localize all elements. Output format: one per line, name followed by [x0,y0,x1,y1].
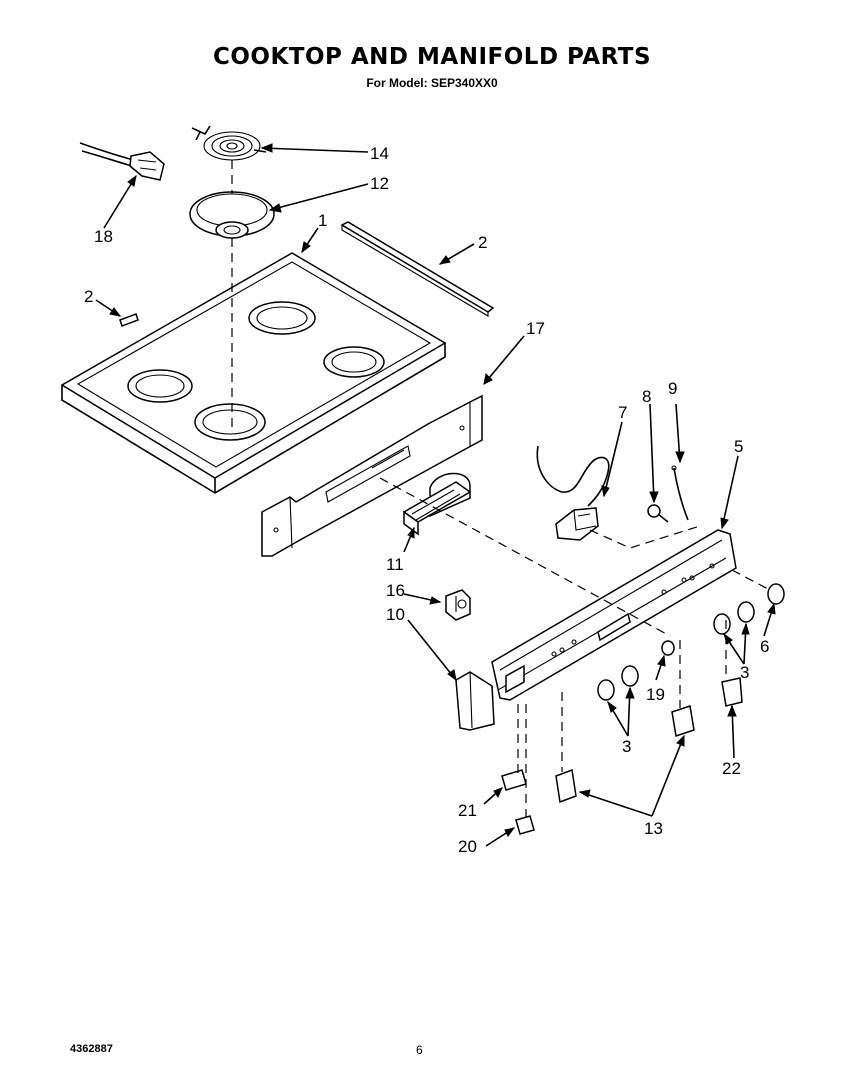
document-number: 4362887 [70,1043,113,1055]
switch-part-16 [445,589,471,621]
clip-part [119,313,139,327]
callout-20: 20 [458,837,477,856]
callout-14: 14 [370,144,389,163]
page-title: COOKTOP AND MANIFOLD PARTS [212,44,652,70]
cooktop-part [60,252,447,494]
callout-7: 7 [618,403,627,422]
callout-3-mid: 3 [622,737,631,756]
callout-10: 10 [386,605,405,624]
model-subtitle: For Model: SEP340XX0 [366,76,498,90]
terminal-block-part [79,142,165,181]
knob-part [597,583,785,701]
drip-bowl-part [189,191,275,239]
callout-18: 18 [94,227,113,246]
rocker-switch-part [501,677,743,835]
callout-19: 19 [646,685,665,704]
callout-numbers: 14 12 18 1 2 2 17 7 8 9 5 11 16 10 6 3 1… [84,144,769,856]
callout-6: 6 [760,637,769,656]
surface-element-part [191,125,267,161]
callout-22: 22 [722,759,741,778]
page-number: 6 [416,1043,423,1057]
callout-13: 13 [644,819,663,838]
clock-timer-part [402,472,472,536]
callout-1: 1 [318,211,327,230]
indicator-light-part [536,445,610,541]
callout-17: 17 [526,319,545,338]
callout-8: 8 [642,387,651,406]
callout-16: 16 [386,581,405,600]
manifold-bracket-part [261,394,483,557]
callout-12: 12 [370,174,389,193]
callout-2-left: 2 [84,287,93,306]
callout-11: 11 [386,555,404,574]
trim-strip-part [340,221,495,313]
end-bracket-part [455,671,495,731]
screw-part-8 [647,504,669,523]
arrowheads [109,143,776,837]
callout-3-right: 3 [740,663,749,682]
callout-9: 9 [668,379,677,398]
callout-5: 5 [734,437,743,456]
control-manifold-part [491,529,737,701]
wire-part-9 [671,465,689,521]
callout-21: 21 [458,801,477,820]
callout-2-right: 2 [478,233,487,252]
